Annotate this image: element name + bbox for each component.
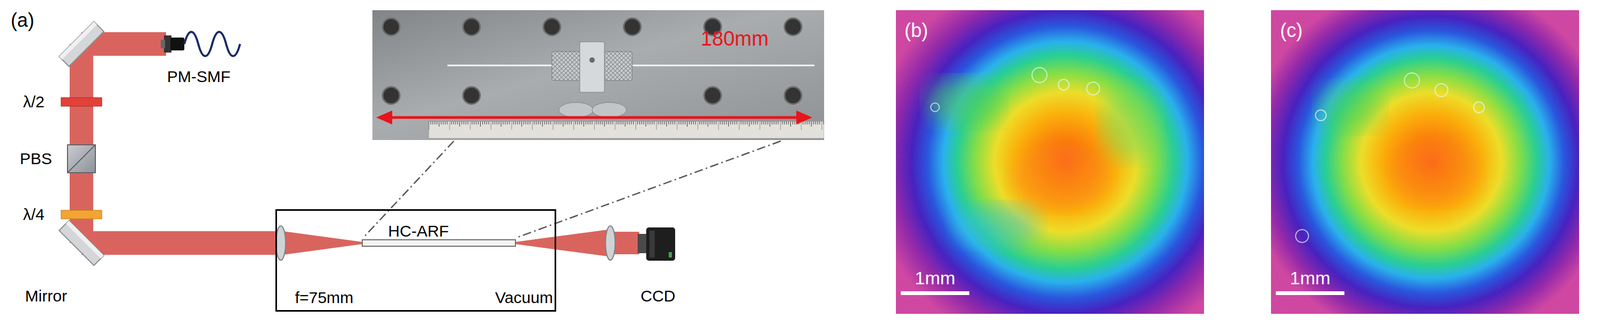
- beam-profile-image: [1270, 10, 1580, 314]
- focal-length-label: f=75mm: [294, 289, 354, 306]
- beam-profile-image: [895, 10, 1205, 314]
- component-label: PBS: [19, 150, 52, 167]
- length-label: 180mm: [700, 28, 769, 49]
- panel-label: (a): [10, 10, 35, 31]
- beam-profile-panel: (b) 1mm: [895, 10, 1205, 314]
- component-label: Mirror: [25, 287, 67, 304]
- scale-bar-label: 1mm: [914, 268, 956, 287]
- lens-symbol: [605, 225, 616, 260]
- chamber-label: Vacuum: [495, 289, 553, 306]
- component-label: λ/2: [23, 93, 45, 110]
- mirror-symbol: [58, 21, 104, 66]
- panel-label: (c): [1280, 20, 1303, 41]
- fiber-photo: [372, 10, 825, 140]
- lens-symbol: [275, 225, 286, 260]
- vacuum-chamber: HC-ARF f=75mm Vacuum: [275, 208, 557, 312]
- fiber-coil: [184, 32, 241, 57]
- photo-inset: 180mm: [372, 10, 825, 140]
- fiber-label: HC-ARF: [387, 222, 449, 239]
- length-arrow: [376, 110, 813, 125]
- half-waveplate: [61, 97, 102, 107]
- quarter-waveplate: [61, 210, 102, 219]
- component-label: PM-SMF: [167, 68, 231, 85]
- fiber-connector: [160, 35, 185, 53]
- component-label: CCD: [640, 287, 676, 304]
- panel-label: (b): [904, 20, 929, 41]
- scale-bar-label: 1mm: [1289, 268, 1331, 287]
- mirror-symbol: [58, 220, 104, 265]
- component-label: λ/4: [23, 206, 45, 223]
- pbs-cube: [67, 144, 96, 173]
- beam-profile-panel: (c) 1mm: [1270, 10, 1580, 314]
- hollow-core-fiber: [362, 239, 516, 246]
- ccd-camera: [637, 227, 676, 261]
